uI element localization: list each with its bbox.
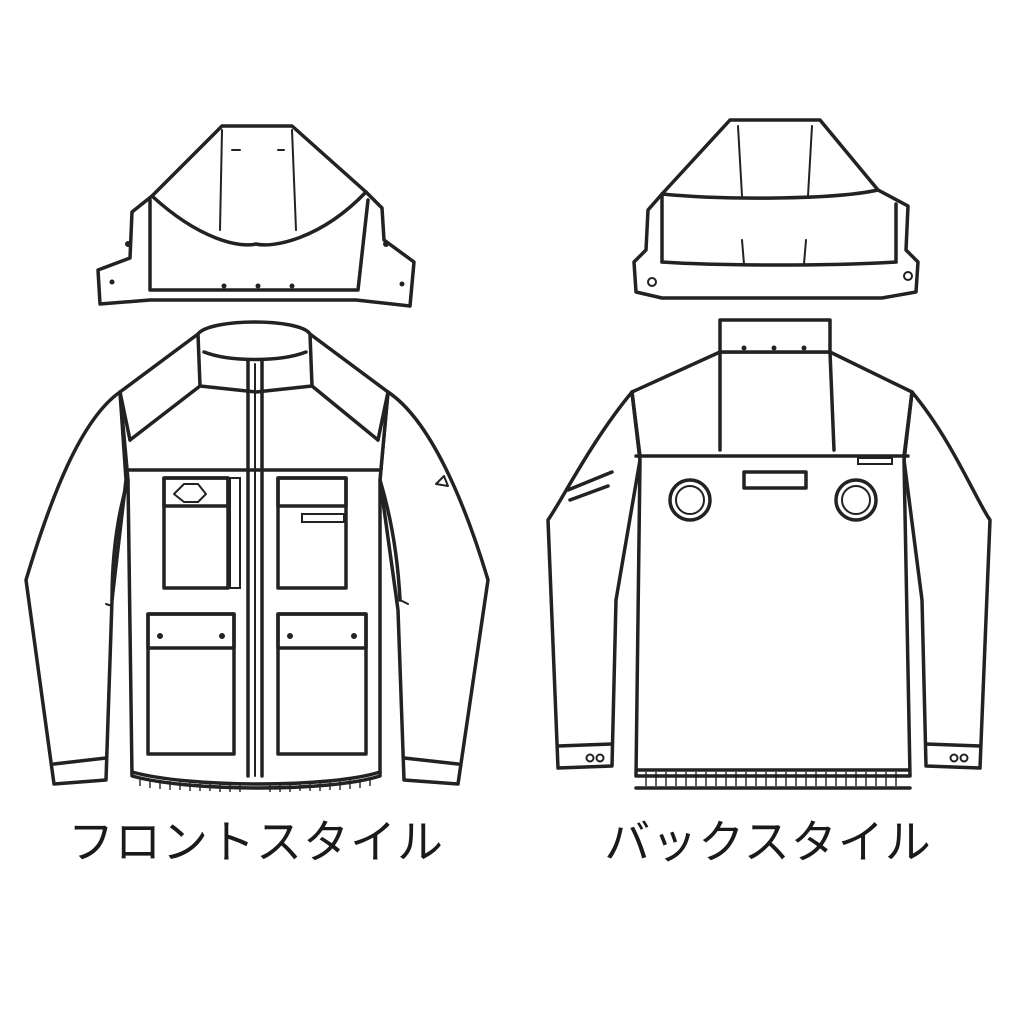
front-hood [96, 124, 416, 308]
back-caption: バックスタイル [604, 815, 932, 869]
back-jacket-illustration [546, 118, 992, 790]
front-body [24, 320, 490, 792]
back-hood [632, 118, 920, 300]
front-jacket-illustration [24, 124, 490, 792]
back-view: バックスタイル [512, 0, 1024, 1024]
back-body [546, 318, 992, 790]
front-view: フロントスタイル [24, 124, 490, 869]
front-caption: フロントスタイル [68, 815, 444, 869]
